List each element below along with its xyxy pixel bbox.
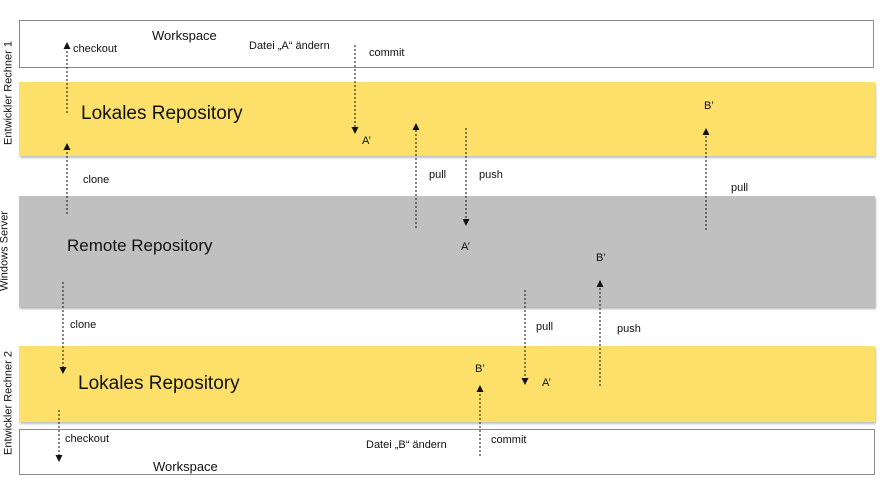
commit-2-label: commit	[491, 434, 527, 446]
b-prime-local-1: B’	[704, 100, 714, 112]
checkout-1-label: checkout	[73, 43, 118, 55]
b-prime-local-2: B’	[475, 363, 485, 375]
local-repository-1-box	[19, 82, 875, 156]
workspace-2-title: Workspace	[153, 459, 218, 474]
pull-1-label: pull	[429, 169, 447, 181]
workspace-2-edit-label: Datei „B“ ändern	[366, 439, 447, 451]
pull-b-1-label: pull	[731, 182, 749, 194]
clone-1-label: clone	[83, 174, 110, 186]
workspace-1-box	[19, 20, 874, 68]
push-1-label: push	[479, 169, 503, 181]
remote-repository-box	[19, 196, 875, 307]
local-repository-2-box	[19, 346, 875, 422]
a-prime-local-2: A’	[542, 377, 551, 389]
a-prime-remote: A’	[461, 241, 470, 253]
local-repository-1-title: Lokales Repository	[81, 103, 243, 124]
push-2-label: push	[617, 323, 641, 335]
a-prime-local-1: A’	[362, 135, 371, 147]
remote-repository-title: Remote Repository	[67, 236, 213, 255]
local-repository-2-title: Lokales Repository	[78, 373, 240, 394]
workspace-1-edit-label: Datei „A“ ändern	[249, 40, 330, 52]
b-prime-remote: B’	[596, 252, 606, 264]
workspace-2-box	[19, 429, 875, 475]
checkout-2-label: checkout	[65, 433, 110, 445]
clone-2-label: clone	[70, 319, 97, 331]
workspace-1-title: Workspace	[152, 28, 217, 43]
pull-2-label: pull	[536, 321, 554, 333]
commit-1-label: commit	[369, 47, 405, 59]
